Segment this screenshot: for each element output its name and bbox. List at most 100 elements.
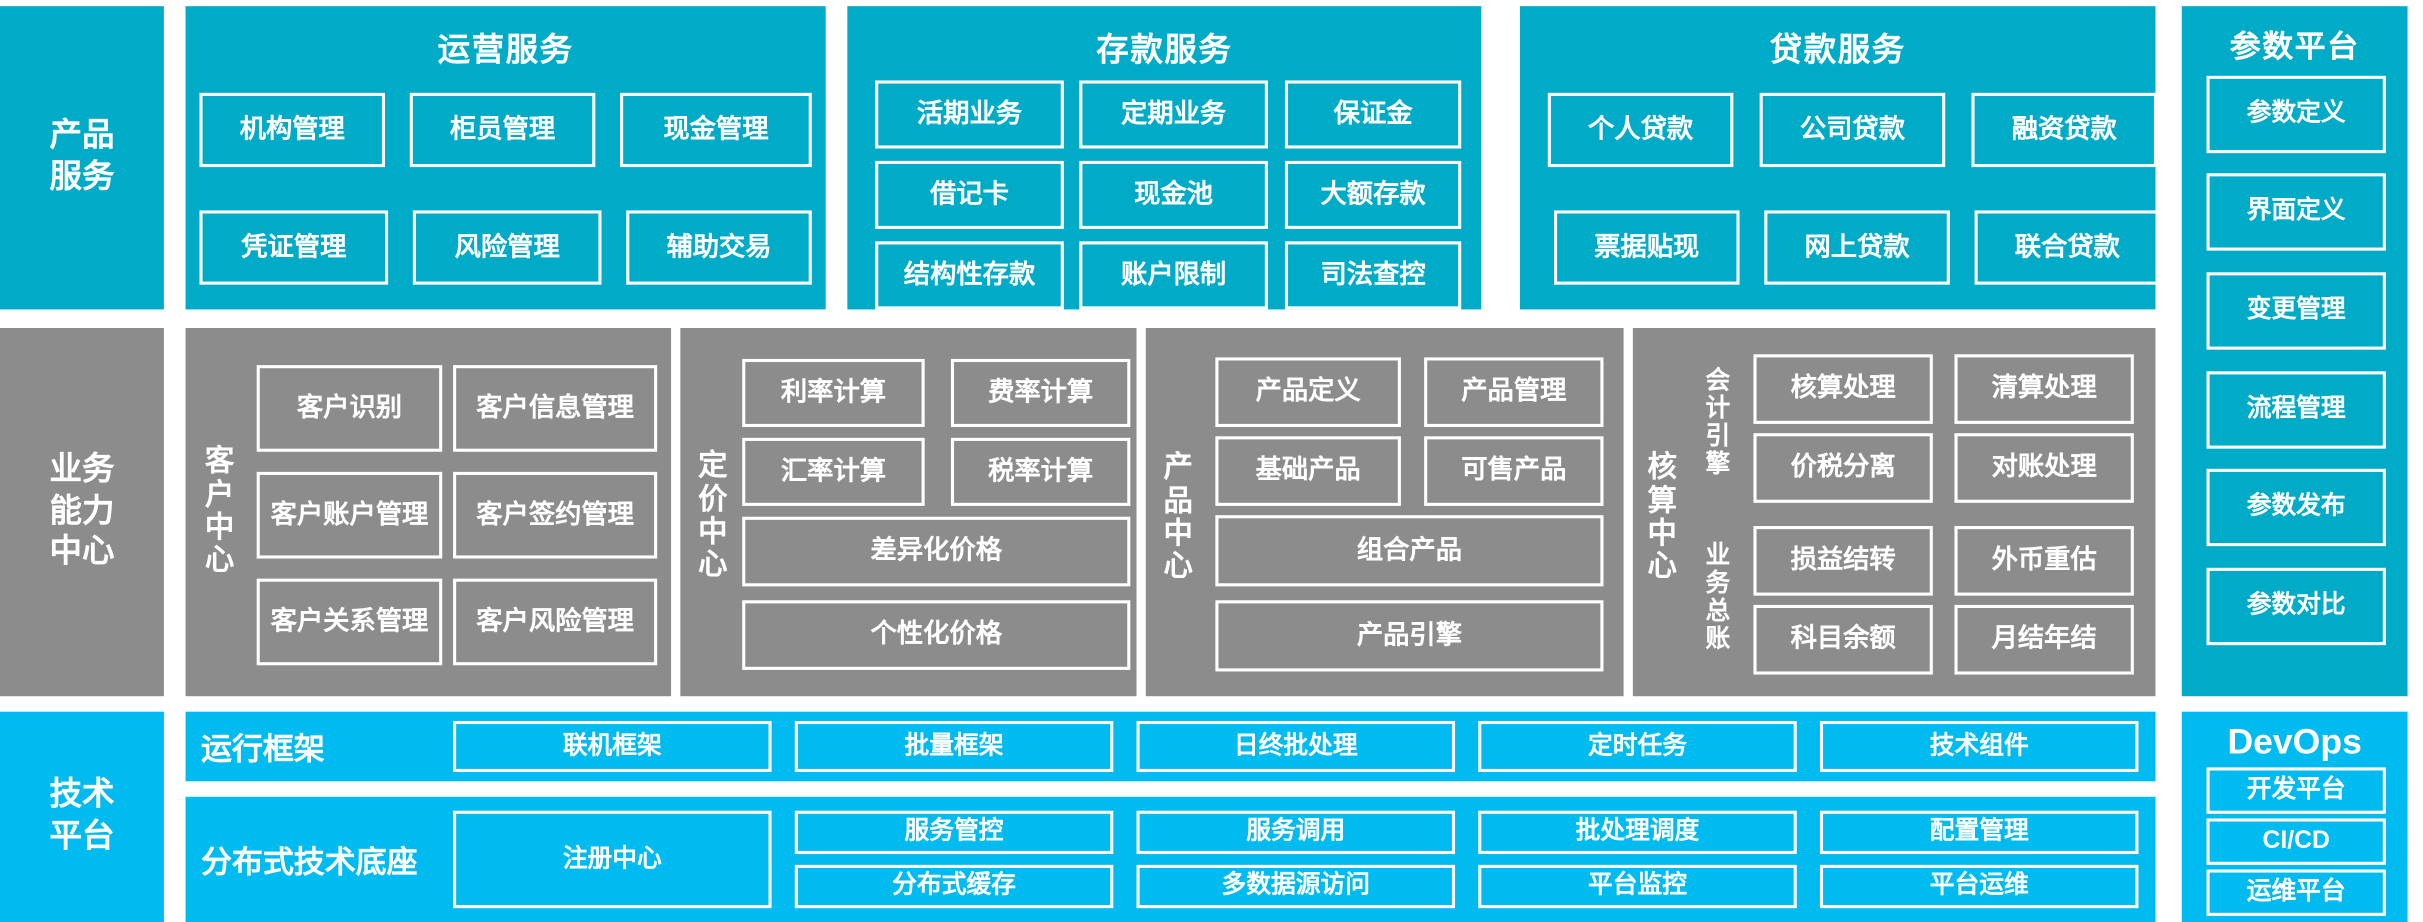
- subgroup-business-ledger-char-1: 务: [1705, 571, 1731, 598]
- center-customer-label: 客 户 中 心: [192, 371, 248, 653]
- tile-org-management[interactable]: 机构管理: [199, 92, 386, 168]
- center-pricing-label: 定 价 中 心: [687, 408, 740, 625]
- tile-process-management[interactable]: 流程管理: [2206, 371, 2386, 449]
- tile-platform-monitoring[interactable]: 平台监控: [1478, 864, 1797, 909]
- center-customer-label-char-0: 客: [204, 446, 235, 479]
- center-accounting-label: 核 算 中 心: [1636, 418, 1689, 619]
- tile-product-management[interactable]: 产品管理: [1424, 357, 1604, 428]
- tile-interface-definition[interactable]: 界面定义: [2206, 173, 2386, 251]
- tile-debit-card[interactable]: 借记卡: [875, 160, 1064, 229]
- tile-sellable-product[interactable]: 可售产品: [1424, 436, 1604, 506]
- tile-personal-loan[interactable]: 个人贷款: [1547, 92, 1734, 168]
- tile-ops-platform[interactable]: 运维平台: [2206, 869, 2386, 916]
- tile-cash-pool[interactable]: 现金池: [1079, 160, 1268, 229]
- center-pricing-label-char-1: 价: [698, 483, 728, 517]
- tile-settlement-processing[interactable]: 清算处理: [1954, 354, 2134, 424]
- tile-accounting-processing[interactable]: 核算处理: [1753, 354, 1933, 424]
- tile-configuration-management[interactable]: 配置管理: [1819, 810, 2139, 855]
- tile-scheduled-task[interactable]: 定时任务: [1478, 720, 1797, 773]
- tile-end-of-day-batch[interactable]: 日终批处理: [1136, 720, 1456, 773]
- tile-product-engine[interactable]: 产品引擎: [1215, 600, 1604, 672]
- tile-development-platform[interactable]: 开发平台: [2206, 767, 2386, 814]
- tile-cash-management[interactable]: 现金管理: [620, 92, 812, 168]
- subgroup-business-ledger-char-0: 业: [1705, 543, 1731, 570]
- tile-financing-loan[interactable]: 融资贷款: [1971, 92, 2158, 168]
- tile-month-year-end-closing[interactable]: 月结年结: [1954, 604, 2134, 675]
- center-product-label: 产 品 中 心: [1152, 402, 1205, 634]
- tile-profit-loss-carryover[interactable]: 损益结转: [1753, 526, 1933, 596]
- devops-panel: DevOps 开发平台 CI/CD 运维平台: [2181, 711, 2408, 922]
- tile-structured-deposit[interactable]: 结构性存款: [875, 241, 1064, 310]
- tile-foreign-currency-revaluation[interactable]: 外币重估: [1954, 526, 2134, 596]
- tile-combined-product[interactable]: 组合产品: [1215, 515, 1604, 587]
- tile-change-management[interactable]: 变更管理: [2206, 272, 2386, 350]
- tile-tax-rate-calc[interactable]: 税率计算: [950, 437, 1131, 506]
- tech-row-distributed-base: 分布式技术底座 注册中心 服务管控 服务调用 批处理调度 配置管理 分布式缓存 …: [185, 796, 2156, 922]
- tile-multi-datasource-access[interactable]: 多数据源访问: [1136, 864, 1456, 909]
- tile-reconciliation-processing[interactable]: 对账处理: [1954, 433, 2134, 503]
- center-pricing-label-char-2: 中: [698, 516, 728, 550]
- tile-service-governance[interactable]: 服务管控: [794, 810, 1114, 855]
- center-product-label-char-2: 中: [1163, 518, 1193, 551]
- tile-product-definition[interactable]: 产品定义: [1215, 357, 1401, 428]
- tile-customer-account-management[interactable]: 客户账户管理: [256, 471, 443, 559]
- center-pricing-label-char-0: 定: [698, 450, 728, 484]
- tile-customer-relation-management[interactable]: 客户关系管理: [256, 578, 443, 666]
- tile-platform-operations[interactable]: 平台运维: [1819, 864, 2139, 909]
- tile-customer-contract-management[interactable]: 客户签约管理: [453, 471, 658, 559]
- tile-account-balance[interactable]: 科目余额: [1753, 604, 1933, 675]
- center-pricing: 定 价 中 心 利率计算 费率计算 汇率计算 税率计算 差异化价格 个性化价格: [680, 327, 1137, 697]
- tile-exchange-rate-calc[interactable]: 汇率计算: [742, 437, 925, 506]
- tile-demand-deposit[interactable]: 活期业务: [875, 80, 1064, 149]
- tile-online-framework[interactable]: 联机框架: [453, 720, 772, 773]
- tile-price-tax-separation[interactable]: 价税分离: [1753, 433, 1933, 503]
- tile-interest-rate-calc[interactable]: 利率计算: [742, 358, 925, 428]
- tile-syndicated-loan[interactable]: 联合贷款: [1974, 210, 2161, 285]
- business-capability-layer-label: 业务 能力 中心: [49, 451, 115, 571]
- tile-batch-scheduling[interactable]: 批处理调度: [1478, 810, 1797, 855]
- tile-ci-cd[interactable]: CI/CD: [2206, 818, 2386, 865]
- tile-fee-rate-calc[interactable]: 费率计算: [950, 358, 1131, 428]
- tile-customer-info-management[interactable]: 客户信息管理: [453, 365, 658, 452]
- tile-online-loan[interactable]: 网上贷款: [1764, 210, 1950, 285]
- tech-row-runtime-framework: 运行框架 联机框架 批量框架 日终批处理 定时任务 技术组件: [185, 711, 2156, 782]
- tile-customer-identification[interactable]: 客户识别: [256, 365, 443, 452]
- tile-parameter-definition[interactable]: 参数定义: [2206, 75, 2386, 154]
- technical-platform-layer-label-block: [0, 711, 164, 922]
- center-customer-label-char-2: 中: [204, 512, 235, 545]
- tile-personalized-pricing[interactable]: 个性化价格: [742, 600, 1131, 670]
- tile-margin-deposit[interactable]: 保证金: [1284, 80, 1462, 149]
- tile-voucher-management[interactable]: 凭证管理: [199, 210, 389, 285]
- tile-parameter-publish[interactable]: 参数发布: [2206, 468, 2386, 547]
- tile-time-deposit[interactable]: 定期业务: [1079, 80, 1268, 149]
- tile-risk-management[interactable]: 风险管理: [412, 210, 602, 285]
- tile-auxiliary-transaction[interactable]: 辅助交易: [626, 210, 812, 285]
- tile-technical-component[interactable]: 技术组件: [1819, 720, 2139, 773]
- tile-bill-discount[interactable]: 票据贴现: [1553, 210, 1740, 285]
- tile-service-invocation[interactable]: 服务调用: [1136, 810, 1456, 855]
- tile-large-deposit[interactable]: 大额存款: [1284, 160, 1462, 229]
- tech-row-distributed-base-caption: 分布式技术底座: [201, 846, 418, 881]
- center-accounting-label-char-2: 中: [1647, 518, 1677, 551]
- tile-parameter-comparison[interactable]: 参数对比: [2206, 567, 2386, 646]
- subgroup-accounting-engine-char-3: 擎: [1705, 451, 1731, 478]
- devops-title: DevOps: [2227, 720, 2362, 762]
- tile-registry-center[interactable]: 注册中心: [453, 810, 772, 909]
- tile-corporate-loan[interactable]: 公司贷款: [1759, 92, 1946, 168]
- subgroup-business-ledger-char-2: 总: [1705, 598, 1731, 626]
- center-customer-label-char-1: 户: [204, 479, 235, 512]
- business-capability-layer-label-block: [0, 327, 164, 697]
- subgroup-accounting-engine-char-0: 会: [1705, 368, 1731, 395]
- tile-customer-risk-management[interactable]: 客户风险管理: [453, 578, 658, 666]
- tile-basic-product[interactable]: 基础产品: [1215, 436, 1401, 506]
- tile-batch-framework[interactable]: 批量框架: [794, 720, 1114, 773]
- center-accounting-label-char-3: 心: [1647, 551, 1677, 584]
- tech-row-runtime-framework-caption: 运行框架: [201, 733, 325, 768]
- tile-judicial-inquiry-control[interactable]: 司法查控: [1284, 241, 1462, 310]
- tile-account-restriction[interactable]: 账户限制: [1079, 241, 1268, 310]
- tile-teller-management[interactable]: 柜员管理: [409, 92, 596, 168]
- tile-distributed-cache[interactable]: 分布式缓存: [794, 864, 1114, 909]
- group-operation-service: 运营服务 机构管理 柜员管理 现金管理 凭证管理 风险管理 辅助交易: [185, 6, 826, 310]
- tile-differentiated-pricing[interactable]: 差异化价格: [742, 516, 1131, 587]
